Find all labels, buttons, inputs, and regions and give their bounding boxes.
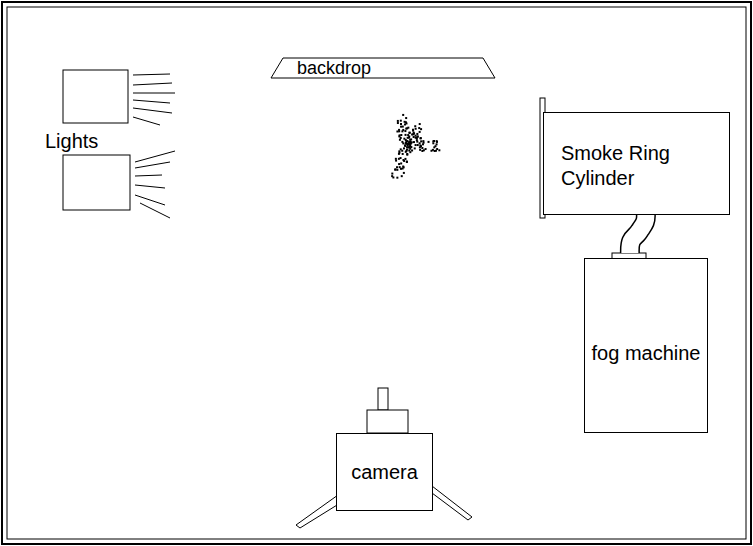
smoke-ring	[391, 114, 440, 179]
backdrop-panel: backdrop	[270, 56, 496, 80]
frame-inner	[7, 7, 746, 539]
camera-body: camera	[336, 433, 433, 511]
smoke-cylinder-box: Smoke Ring Cylinder	[543, 112, 730, 215]
lights-label: Lights	[45, 130, 98, 152]
camera-parts	[296, 388, 472, 528]
node-label: camera	[339, 460, 430, 485]
hose-connector	[630, 215, 646, 253]
node-label: Smoke Ring Cylinder	[561, 141, 711, 191]
fog-machine-box: fog machine	[584, 258, 708, 433]
node-label: backdrop	[297, 57, 496, 80]
node-label: fog machine	[589, 341, 703, 366]
